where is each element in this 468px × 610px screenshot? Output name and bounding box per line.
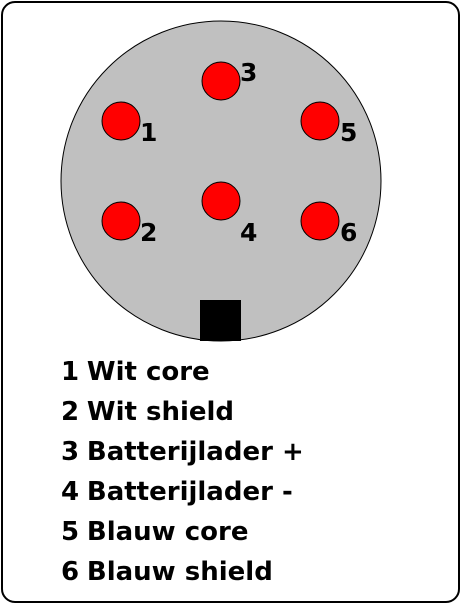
legend-item-label: Wit shield (86, 397, 235, 427)
legend-item-label: Wit core (86, 357, 210, 387)
legend-item-number: 2 (61, 397, 80, 427)
pin-1 (101, 101, 141, 141)
pin-5 (300, 101, 340, 141)
pin-6-label: 6 (340, 218, 357, 247)
pin-6 (300, 201, 340, 241)
legend-item-number: 5 (61, 517, 80, 547)
legend-item-number: 6 (61, 557, 80, 587)
legend-item-label: Blauw core (86, 517, 249, 547)
legend-item-label: Batterijlader + (86, 437, 304, 467)
legend-item-number: 1 (61, 357, 80, 387)
pin-2 (101, 201, 141, 241)
pin-3-label: 3 (240, 58, 257, 87)
legend-item-label: Blauw shield (86, 557, 273, 587)
pin-2-label: 2 (140, 218, 157, 247)
legend-item-number: 3 (61, 437, 80, 467)
legend-item-number: 4 (61, 477, 80, 507)
pin-1-label: 1 (140, 118, 157, 147)
pin-4-label: 4 (240, 218, 257, 247)
connector-key (200, 300, 241, 341)
pin-3 (201, 61, 241, 101)
pin-5-label: 5 (340, 118, 357, 147)
legend-item-label: Batterijlader - (86, 477, 293, 507)
pin-4 (201, 181, 241, 221)
